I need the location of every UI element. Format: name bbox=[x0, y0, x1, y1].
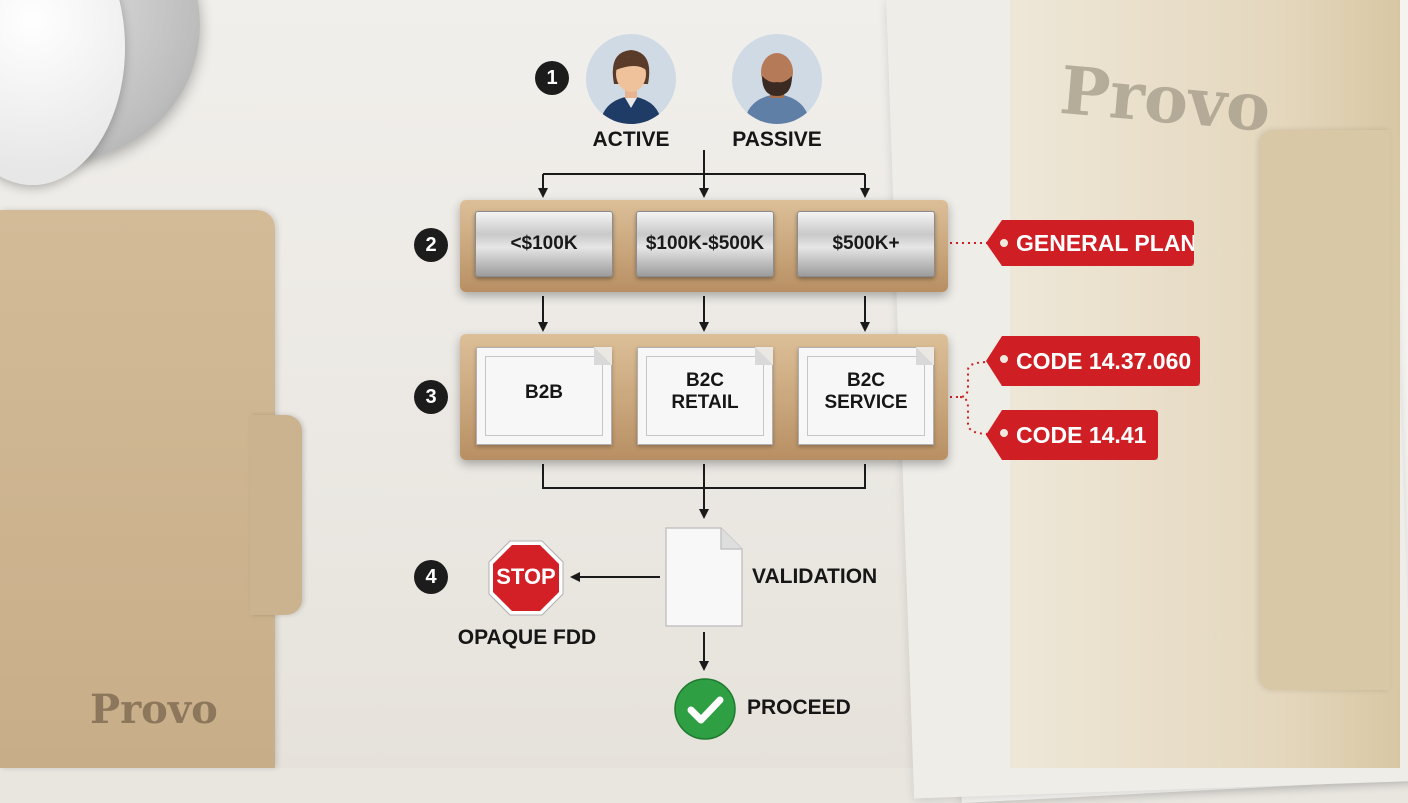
doc-line: SERVICE bbox=[824, 392, 908, 413]
checkmark-icon bbox=[674, 678, 736, 740]
folder-brand-left: Provo bbox=[90, 686, 218, 733]
connector-lines bbox=[538, 150, 991, 671]
role-label-passive: PASSIVE bbox=[732, 128, 822, 151]
step-badge-3: 3 bbox=[414, 380, 448, 414]
step-badge-1: 1 bbox=[535, 61, 569, 95]
proceed-label: PROCEED bbox=[747, 696, 851, 719]
business-type-doc: B2B bbox=[476, 347, 612, 445]
validation-label: VALIDATION bbox=[752, 565, 878, 588]
validation-document-icon bbox=[665, 527, 743, 627]
step-badge-2: 2 bbox=[414, 228, 448, 262]
folder-left bbox=[0, 210, 275, 768]
man-avatar-icon bbox=[732, 34, 822, 124]
revenue-tier-plate: $100K-$500K bbox=[636, 211, 774, 277]
folder-right-tab bbox=[1260, 130, 1390, 690]
revenue-tier-plate: $500K+ bbox=[797, 211, 935, 277]
role-label-active: ACTIVE bbox=[592, 128, 670, 151]
doc-line: B2B bbox=[524, 382, 563, 403]
stop-sign-text: STOP bbox=[496, 564, 556, 589]
woman-avatar-icon bbox=[586, 34, 676, 124]
folder-left-tab bbox=[250, 415, 302, 615]
step-badge-4: 4 bbox=[414, 560, 448, 594]
doc-line: B2C bbox=[846, 370, 885, 391]
code-tag-14-37-060: CODE 14.37.060 bbox=[986, 336, 1200, 386]
revenue-tier-plate: <$100K bbox=[475, 211, 613, 277]
code-tag-14-41: CODE 14.41 bbox=[986, 410, 1158, 460]
general-plan-tag: GENERAL PLAN bbox=[986, 220, 1194, 266]
doc-line: B2C bbox=[685, 370, 724, 391]
stop-sign-icon: STOP bbox=[488, 540, 564, 616]
opaque-fdd-label: OPAQUE FDD bbox=[457, 626, 597, 649]
doc-line: RETAIL bbox=[671, 392, 739, 413]
